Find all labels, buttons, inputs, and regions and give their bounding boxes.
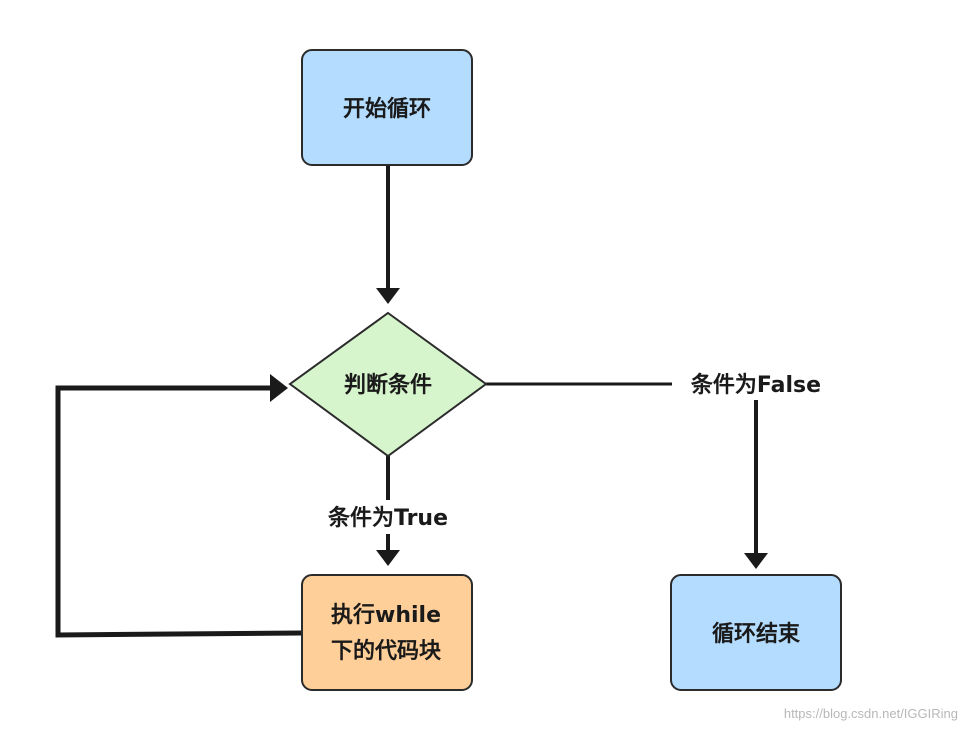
edge-loop-back	[55, 374, 302, 638]
edge-condition-to-body: 条件为True	[327, 456, 448, 566]
node-start: 开始循环	[301, 49, 473, 166]
end-label: 循环结束	[712, 621, 801, 647]
watermark: https://blog.csdn.net/IGGIRing	[784, 706, 958, 721]
node-condition: 判断条件	[288, 311, 488, 458]
edge-condition-to-end: 条件为False	[486, 372, 821, 569]
true-branch-label: 条件为True	[327, 505, 448, 531]
condition-diamond	[288, 311, 488, 458]
body-box	[301, 574, 473, 691]
condition-label: 判断条件	[344, 372, 432, 398]
arrowhead-icon	[376, 288, 400, 304]
node-body: 执行while 下的代码块	[301, 574, 473, 691]
edge-start-to-condition	[376, 165, 400, 304]
node-end: 循环结束	[670, 574, 842, 691]
body-label-line2: 下的代码块	[331, 638, 442, 664]
edge-line	[55, 385, 302, 638]
arrowhead-icon	[744, 553, 768, 569]
end-box	[670, 574, 842, 691]
start-box	[301, 49, 473, 166]
false-branch-label: 条件为False	[690, 372, 821, 398]
arrowhead-icon	[376, 550, 400, 566]
body-label-line1: 执行while	[331, 602, 441, 628]
arrowhead-icon	[270, 374, 288, 402]
start-label: 开始循环	[343, 96, 431, 122]
